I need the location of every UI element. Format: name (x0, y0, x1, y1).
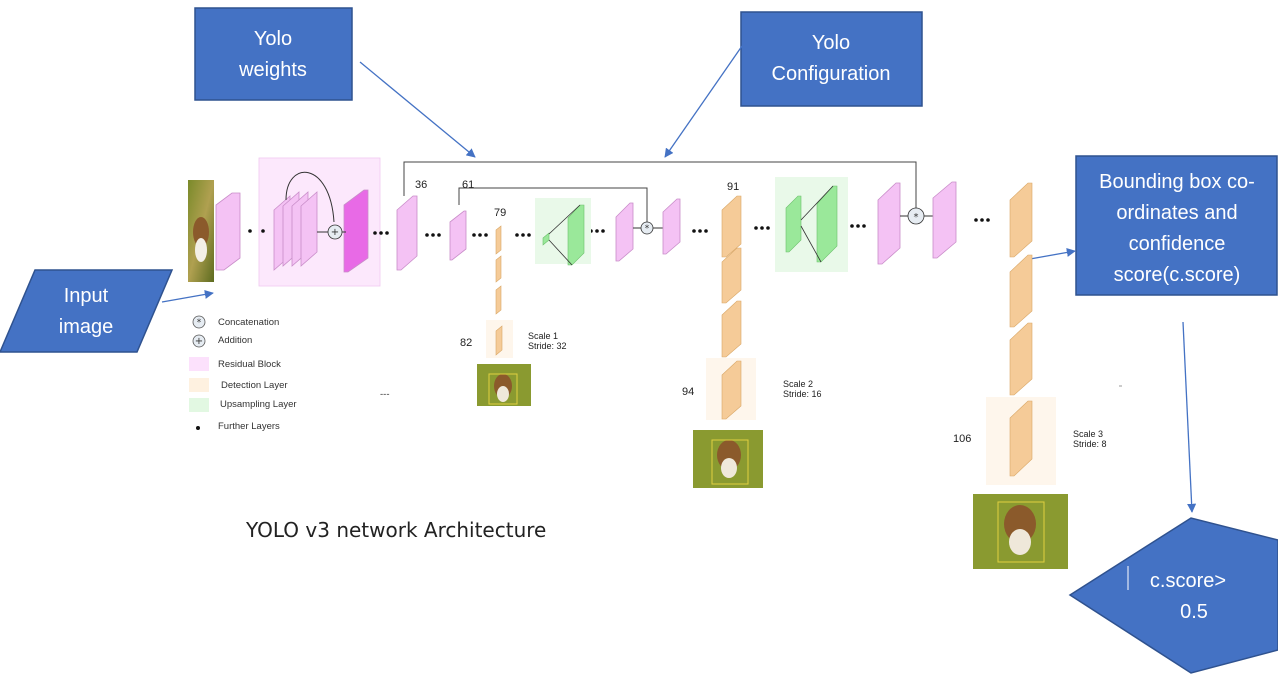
decision-line1: c.score> (1150, 570, 1226, 592)
input-layer-block (215, 192, 241, 271)
legend-addition-icon: + (192, 334, 206, 348)
scale1-stride: Stride: 32 (528, 341, 567, 351)
layer-post-concat-1 (662, 198, 681, 255)
scale1-name: Scale 1 (528, 331, 558, 341)
layer-94-label: 94 (682, 386, 694, 398)
yolo-config-line2: Configuration (772, 63, 891, 85)
concatenation-node-icon-2: * (907, 207, 925, 225)
decision-arrow (1182, 321, 1197, 513)
concatenation-node-icon: * (640, 221, 654, 235)
svg-text:*: * (645, 224, 650, 234)
decision-line2: 0.5 (1180, 601, 1208, 623)
scale1-detection-column (495, 225, 502, 315)
legend-further: Further Layers (218, 421, 280, 432)
output-arrow (1029, 247, 1076, 260)
svg-text:*: * (197, 318, 202, 328)
flow-arrows (161, 45, 1197, 513)
layer-79-label: 79 (494, 207, 506, 219)
yolo-weights-line2: weights (238, 59, 307, 81)
layer-82-label: 82 (460, 337, 472, 349)
scale3-detection-column (1009, 182, 1033, 396)
input-arrow (161, 289, 214, 303)
scale2-name: Scale 2 (783, 379, 813, 389)
input-image-callout: Input image (0, 269, 174, 353)
residual-stack (273, 189, 369, 273)
layer-post-concat-2 (932, 181, 957, 259)
output-line3: confidence (1129, 233, 1226, 255)
layer-94-block (721, 360, 742, 420)
scale3-output-image (973, 494, 1068, 569)
layer-61-label: 61 (462, 179, 474, 191)
legend-ellipsis: --- (380, 389, 390, 400)
scale2-stride: Stride: 16 (783, 389, 822, 399)
route-connections (403, 161, 917, 222)
input-dog-image (188, 180, 214, 282)
legend-detection: Detection Layer (221, 380, 288, 391)
legend-concatenation-icon: * (192, 315, 206, 329)
legend-further-dot-icon (196, 426, 200, 430)
config-arrow (664, 45, 743, 158)
layer-pre-concat-1 (615, 202, 634, 262)
layer-36-block (396, 195, 418, 271)
addition-node-icon: + (327, 224, 343, 240)
input-image-line1: Input (64, 285, 109, 307)
legend: * Concatenation + Addition Residual Bloc… (189, 315, 390, 432)
svg-text:*: * (914, 212, 919, 223)
layer-82-block (495, 325, 503, 356)
score-threshold-decision: c.score> 0.5 (1068, 517, 1278, 674)
output-line2: ordinates and (1116, 202, 1237, 224)
layer-pre-concat-2 (877, 182, 901, 265)
layer-106-label: 106 (953, 433, 971, 445)
scale2-detection-column (721, 195, 742, 358)
legend-upsampling: Upsampling Layer (220, 399, 297, 410)
yolo-config-line1: Yolo (812, 32, 850, 54)
yolo-weights-line1: Yolo (254, 28, 292, 50)
layer-106-block (1009, 400, 1033, 477)
legend-detection-swatch (189, 378, 209, 392)
skip-connection (285, 171, 335, 223)
output-line4: score(c.score) (1114, 264, 1241, 286)
svg-text:+: + (195, 336, 203, 347)
input-image-line2: image (59, 316, 113, 338)
yolo-weights-callout: Yolo weights (194, 7, 353, 101)
legend-residual-swatch (189, 357, 209, 371)
weights-arrow (359, 61, 476, 158)
upsampling-block-2 (785, 185, 838, 263)
svg-text:+: + (331, 227, 339, 238)
legend-addition: Addition (218, 335, 252, 346)
output-line1: Bounding box co- (1099, 171, 1255, 193)
layer-36-label: 36 (415, 179, 427, 191)
legend-concatenation: Concatenation (218, 317, 279, 328)
scale3-name: Scale 3 (1073, 429, 1103, 439)
legend-residual: Residual Block (218, 359, 281, 370)
scale1-output-image (477, 364, 531, 406)
diagram-caption: YOLO v3 network Architecture (245, 518, 546, 542)
layer-91-label: 91 (727, 181, 739, 193)
layer-61-block (449, 210, 467, 261)
bounding-box-output-callout: Bounding box co- ordinates and confidenc… (1075, 155, 1278, 296)
legend-upsampling-swatch (189, 398, 209, 412)
scale2-output-image (693, 430, 763, 488)
yolo-configuration-callout: Yolo Configuration (740, 11, 923, 107)
scale3-stride: Stride: 8 (1073, 439, 1107, 449)
upsampling-block-1 (542, 204, 585, 266)
further-layer-dots (248, 218, 990, 237)
